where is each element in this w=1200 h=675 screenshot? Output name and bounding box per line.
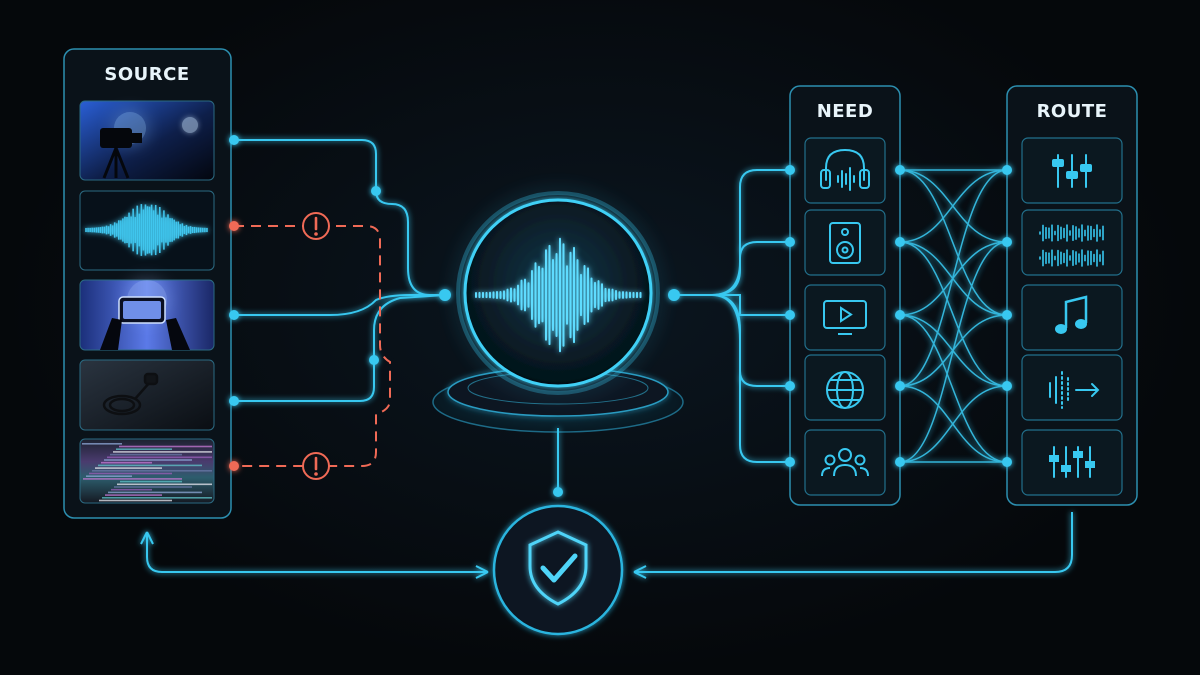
signal-forward-icon[interactable] [1049,371,1100,409]
source-item-camera[interactable] [79,100,215,181]
warning-icon-upper [302,212,330,240]
glitch-noise-icon [82,443,212,502]
warning-connectors [234,225,391,467]
speaker-icon[interactable] [829,222,861,264]
route-item-box[interactable] [1021,284,1123,351]
headphones-icon[interactable] [820,148,870,191]
route-item-box[interactable] [1021,209,1123,276]
feedback-connectors [140,512,1073,579]
phone-icon [100,296,190,350]
route-title: ROUTE [1037,101,1108,122]
need-item-box[interactable] [804,429,886,496]
source-title: SOURCE [104,64,189,85]
shield-check-icon[interactable] [492,504,624,636]
need-route-nodes [895,165,1012,467]
music-note-icon[interactable] [1055,295,1088,334]
warning-icon-lower [302,452,330,480]
equalizer-icon[interactable] [1049,446,1095,478]
need-nodes [553,165,795,497]
source-connectors [234,139,446,402]
source-item-glitch[interactable] [79,438,215,504]
video-player-icon[interactable] [823,300,867,335]
route-item-box[interactable] [1021,429,1123,496]
center-processor [432,191,684,433]
source-item-microphone[interactable] [79,359,215,431]
connector-nodes [229,135,451,471]
need-items [804,137,886,496]
source-item-phone[interactable] [79,279,215,351]
need-item-box[interactable] [804,137,886,204]
lavalier-mic-icon [102,372,159,416]
audience-icon[interactable] [821,448,869,477]
need-route-connectors [899,169,1008,463]
need-connectors [557,169,790,492]
source-item-waveform[interactable] [79,190,215,271]
camera-icon [100,128,142,179]
audio-waveform-orb-icon [475,237,642,353]
route-items [1021,137,1123,496]
waveform-icon [85,204,208,256]
globe-icon[interactable] [826,371,864,409]
need-title: NEED [817,101,874,122]
dual-waveform-icon[interactable] [1039,224,1104,267]
route-item-box[interactable] [1021,354,1123,421]
mixer-faders-icon[interactable] [1052,154,1092,188]
need-item-box[interactable] [804,354,886,421]
